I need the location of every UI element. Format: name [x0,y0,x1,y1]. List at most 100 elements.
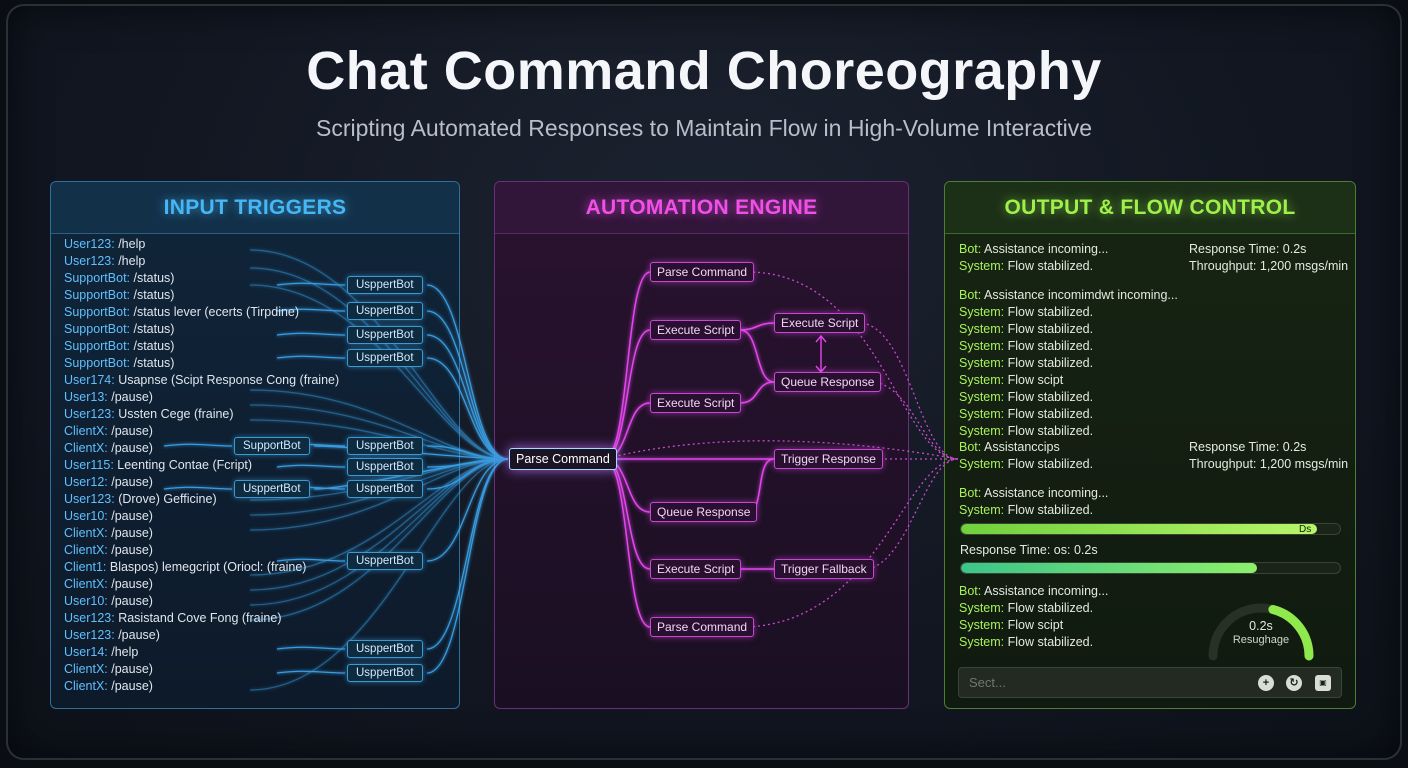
log-author: SupportBot: [64,288,131,302]
input-log-line: SupportBot: /status) [64,339,174,353]
input-log-line: SupportBot: /status) [64,288,174,302]
engine-node[interactable]: Trigger Response [774,449,883,469]
log-author: User14: [64,645,108,659]
log-author: SupportBot: [64,339,131,353]
input-triggers-title: INPUT TRIGGERS [51,182,459,234]
input-log-line: User10: /pause) [64,594,153,608]
log-text: /status) [130,339,175,353]
bot-chip[interactable]: UsppertBot [347,552,423,570]
log-text: Flow stabilized. [1004,259,1094,273]
stat-throughput: Throughput: 1,200 msgs/min [1189,457,1349,471]
bot-chip[interactable]: UsppertBot [347,437,423,455]
output-log-line: System: Flow stabilized. [959,356,1093,370]
bot-chip[interactable]: UsppertBot [347,480,423,498]
page-title: Chat Command Choreography [306,41,1102,101]
bot-chip[interactable]: SupportBot [234,437,310,455]
input-log-line: SupportBot: /status lever (ecerts (Tirpd… [64,305,299,319]
input-log-line: ClientX: /pause) [64,662,153,676]
bot-chip[interactable]: UsppertBot [347,458,423,476]
log-text: /pause) [107,679,153,693]
engine-hub-parse-command[interactable]: Parse Command [509,448,617,470]
log-author: User123: [64,407,115,421]
response-time-label: Response Time: os: 0.2s [960,543,1098,557]
message-input[interactable] [969,675,1229,690]
log-text: Blaspos) lemegcript (Oriocl: (fraine) [106,560,307,574]
bot-chip[interactable]: UsppertBot [347,349,423,367]
stat-response-time: Response Time: 0.2s [1189,242,1307,256]
engine-node[interactable]: Trigger Fallback [774,559,874,579]
refresh-icon[interactable]: ↻ [1286,675,1302,691]
output-flow-title: OUTPUT & FLOW CONTROL [945,182,1355,234]
bot-chip[interactable]: UsppertBot [234,480,310,498]
log-text: Flow stabilized. [1004,390,1094,404]
log-text: Flow scipt [1004,618,1064,632]
engine-node[interactable]: Execute Script [650,393,742,413]
engine-node[interactable]: Queue Response [774,372,882,392]
output-log-line: Bot: Assistance incoming... [959,242,1108,256]
response-progress-bar [960,523,1341,535]
bot-chip[interactable]: UsppertBot [347,664,423,682]
log-text: /status) [130,322,175,336]
engine-node[interactable]: Queue Response [650,502,758,522]
log-text: Flow stabilized. [1004,457,1094,471]
settings-icon[interactable]: ▣ [1315,675,1331,691]
input-log-line: ClientX: /pause) [64,543,153,557]
log-author: System: [959,618,1005,632]
log-author: System: [959,339,1005,353]
input-log-line: User10: /pause) [64,509,153,523]
output-log-line: Bot: Assistance incomimdwt incoming... [959,288,1178,302]
log-author: ClientX: [64,526,108,540]
log-text: Flow stabilized. [1004,305,1094,319]
engine-node[interactable]: Execute Script [774,313,866,333]
bot-chip[interactable]: UsppertBot [347,276,423,294]
message-box [958,667,1342,698]
output-log-line: Bot: Assistanccips [959,440,1060,454]
log-author: System: [959,356,1005,370]
log-text: /help [114,237,146,251]
log-text: /status) [130,271,175,285]
gauge-label: Resughage [1232,634,1290,646]
log-text: Flow scipt [1004,373,1064,387]
output-log-line: System: Flow stabilized. [959,503,1093,517]
log-author: User13: [64,390,108,404]
bot-chip[interactable]: UsppertBot [347,326,423,344]
log-author: User123: [64,611,115,625]
log-author: Bot: [959,486,982,500]
log-text: /status lever (ecerts (Tirpdine) [130,305,300,319]
log-author: System: [959,259,1005,273]
engine-node[interactable]: Parse Command [650,617,755,637]
log-text: /status) [130,288,175,302]
add-icon[interactable]: + [1258,675,1274,691]
output-log-line: System: Flow stabilized. [959,457,1093,471]
log-text: Flow stabilized. [1004,635,1094,649]
log-text: /pause) [107,424,153,438]
log-author: Client1: [64,560,107,574]
bot-chip[interactable]: UsppertBot [347,640,423,658]
input-log-line: User123: /help [64,254,145,268]
log-author: ClientX: [64,577,108,591]
engine-node[interactable]: Execute Script [650,559,742,579]
log-text: Rasistand Cove Fong (fraine) [114,611,282,625]
log-text: /help [114,254,146,268]
log-author: System: [959,503,1005,517]
log-text: Assistance incoming... [981,242,1109,256]
input-log-line: ClientX: /pause) [64,526,153,540]
input-log-line: User123: Ussten Cege (fraine) [64,407,234,421]
log-author: Bot: [959,584,982,598]
log-author: ClientX: [64,679,108,693]
input-log-line: ClientX: /pause) [64,679,153,693]
engine-node[interactable]: Parse Command [650,262,755,282]
engine-node[interactable]: Execute Script [650,320,742,340]
output-log-line: System: Flow stabilized. [959,424,1093,438]
output-log-line: System: Flow stabilized. [959,635,1093,649]
log-author: System: [959,390,1005,404]
input-log-line: User12: /pause) [64,475,153,489]
log-author: SupportBot: [64,322,131,336]
stat-response-time: Response Time: 0.2s [1189,440,1307,454]
input-log-line: ClientX: /pause) [64,577,153,591]
bot-chip[interactable]: UsppertBot [347,302,423,320]
log-author: User10: [64,509,108,523]
log-author: ClientX: [64,662,108,676]
log-text: /pause) [107,543,153,557]
log-text: /pause) [107,475,153,489]
